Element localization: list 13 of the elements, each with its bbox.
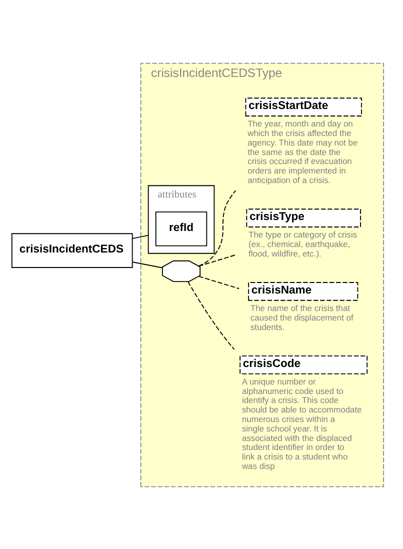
node-label: The year, month and day on which the crisis affected the agency. This date may not be the same as the date the crisis occurred if evacuation orders are implemented in anticipation of a crisis. — [248, 118, 358, 184]
connector — [132, 234, 149, 239]
node-box: crisisIncidentCEDS — [11, 232, 133, 268]
node-label: A unique number or alphanumeric code used to identify a crisis. This code should be able to accommodate numerous crises within a single school year. It is associated with the displaced student identifier in order to link a crisis to a student who was disp — [242, 376, 362, 471]
connector — [198, 190, 236, 266]
connector — [198, 275, 240, 289]
node-label: The type or category of crisis (ex., chemical, earthquake, flood, wildfire, etc.). — [248, 229, 358, 258]
connector — [188, 280, 235, 350]
node-box: refId — [155, 211, 208, 246]
node-octagon — [162, 260, 201, 282]
node-label: The name of the crisis that caused the displacement of students. — [250, 302, 354, 332]
connector — [198, 254, 238, 266]
connector — [132, 261, 163, 268]
